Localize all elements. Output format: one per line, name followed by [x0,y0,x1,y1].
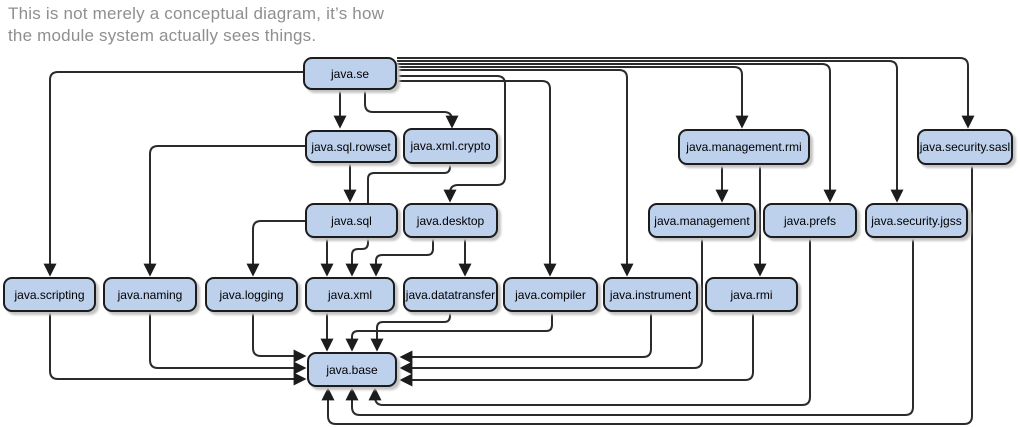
node-java-sql: java.sql [305,203,398,238]
edge-javase-to-securitysasl [397,57,975,129]
edge-rmi-to-base [399,312,754,387]
edge-javase-to-compiler [397,80,557,277]
edge-javase-to-xmlcrypto [364,90,459,129]
node-java-compiler: java.compiler [503,277,598,312]
node-java-base: java.base [307,352,397,387]
edge-instrument-to-base [399,312,652,364]
edge-javase-to-instrument [397,69,634,277]
node-java-prefs: java.prefs [763,203,857,238]
edge-management-to-base [399,238,703,375]
edge-naming-to-base [149,312,307,375]
node-java-management: java.management [648,203,756,238]
edge-javase-to-scripting [43,71,303,277]
edge-securitysasl-to-base [321,165,973,425]
edge-sql-to-logging [246,220,305,277]
edge-sqlrowset-to-naming [143,145,305,277]
node-java-sql-rowset: java.sql.rowset [305,130,397,163]
edge-javase-to-desktop [397,75,506,203]
node-java-desktop: java.desktop [403,203,498,238]
edge-logging-to-base [252,312,307,363]
edge-javase-to-prefs [397,63,837,203]
node-java-logging: java.logging [205,277,298,312]
node-java-scripting: java.scripting [3,277,96,312]
node-java-se: java.se [303,57,397,90]
edge-datatransfer-to-base [370,312,451,352]
node-java-security-jgss: java.security.jgss [865,203,968,238]
edge-javase-to-managementrmi [397,66,749,129]
edge-javase-to-securityjgss [397,60,904,203]
node-java-xml-crypto: java.xml.crypto [403,128,498,164]
edge-scripting-to-base [49,312,307,386]
edge-prefs-to-base [368,238,811,406]
node-java-security-sasl: java.security.sasl [917,129,1013,165]
edge-compiler-to-base [345,312,553,352]
node-java-datatransfer: java.datatransfer [403,277,498,312]
edge-securityjgss-to-base [345,238,914,416]
node-java-instrument: java.instrument [603,277,698,312]
node-java-management-rmi: java.management.rmi [678,129,810,165]
node-java-xml: java.xml [305,277,395,312]
node-java-naming: java.naming [103,277,197,312]
node-java-rmi: java.rmi [705,277,798,312]
edge-desktop-to-xml [369,238,434,277]
diagram-caption: This is not merely a conceptual diagram,… [8,4,385,46]
